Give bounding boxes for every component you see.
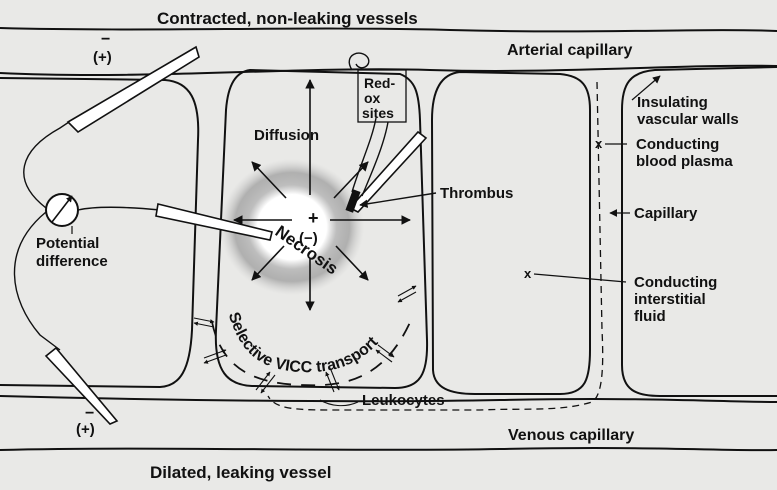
arterial-capillary-label: Arterial capillary xyxy=(507,42,633,59)
diffusion-arrow-upright xyxy=(333,161,369,199)
insulating-label-2: vascular walls xyxy=(637,111,739,128)
capillary-label: Capillary xyxy=(634,205,698,222)
potential-label-1: Potential xyxy=(36,235,99,252)
capillary-dashed-path xyxy=(267,81,604,411)
potential-label-2: difference xyxy=(36,253,108,270)
top-vessel-wall xyxy=(0,27,777,33)
necrosis-zone xyxy=(220,159,364,295)
leukocytes-label: Leukocytes xyxy=(362,392,445,409)
redox-sites-label-3: sites xyxy=(362,105,394,121)
right-center-cell xyxy=(430,70,591,395)
insulating-label-1: Insulating xyxy=(637,94,708,111)
diffusion-arrow-downright xyxy=(335,245,369,281)
bottom-electrode-minus: − xyxy=(85,405,94,422)
venous-capillary-wall xyxy=(0,395,777,403)
central-cell xyxy=(214,68,429,390)
left-tissue-cell xyxy=(0,77,200,389)
thrombus-pointer xyxy=(359,192,437,208)
thrombus-mass xyxy=(345,189,361,213)
x-mark-plasma: x xyxy=(595,136,603,151)
insulating-arrow xyxy=(631,75,661,101)
wire-center xyxy=(77,206,161,211)
conducting-plasma-label-1: Conducting xyxy=(636,136,719,153)
thrombus-label: Thrombus xyxy=(440,185,513,202)
bottom-electrode-plus: (+) xyxy=(76,421,95,438)
redox-loop xyxy=(348,52,370,71)
bottom-electrode xyxy=(44,346,119,425)
bottom-vessel-label: Dilated, leaking vessel xyxy=(150,463,331,482)
wire-bottom xyxy=(13,211,61,351)
top-electrode xyxy=(66,45,200,134)
diffusion-arrow-upleft xyxy=(251,161,287,199)
conducting-fluid-label-1: Conducting xyxy=(634,274,717,291)
conducting-fluid-label-2: interstitial xyxy=(634,291,706,308)
top-electrode-plus: (+) xyxy=(93,49,112,66)
potential-meter-needle xyxy=(51,195,73,223)
top-vessel-label: Contracted, non-leaking vessels xyxy=(157,9,418,28)
center-minus: (−) xyxy=(299,230,318,247)
far-right-cell xyxy=(621,66,777,397)
bottom-vessel-wall xyxy=(0,447,777,452)
center-electrode xyxy=(155,203,273,241)
redox-sites-label-1: Red- xyxy=(364,75,395,91)
conducting-fluid-label-3: fluid xyxy=(634,308,666,325)
x-mark-fluid: x xyxy=(524,266,532,281)
redox-sites-label-2: ox xyxy=(364,90,381,106)
vicc-transport-label: Selective VICC transport xyxy=(225,310,382,376)
diffusion-arrow-downleft xyxy=(251,245,285,281)
conducting-plasma-label-2: blood plasma xyxy=(636,153,733,170)
leukocyte-leaders xyxy=(319,399,359,407)
venous-capillary-label: Venous capillary xyxy=(508,427,634,444)
redox-box xyxy=(357,69,407,123)
center-plus: + xyxy=(308,208,319,228)
arterial-capillary-wall xyxy=(0,64,777,76)
redox-leaders xyxy=(351,117,389,197)
vicc-arrow-pairs xyxy=(193,285,417,394)
top-electrode-minus: − xyxy=(101,31,110,48)
diffusion-label: Diffusion xyxy=(254,127,319,144)
conducting-fluid-leader xyxy=(533,273,627,283)
wire-top xyxy=(23,117,76,209)
thrombus-probe xyxy=(348,130,428,213)
